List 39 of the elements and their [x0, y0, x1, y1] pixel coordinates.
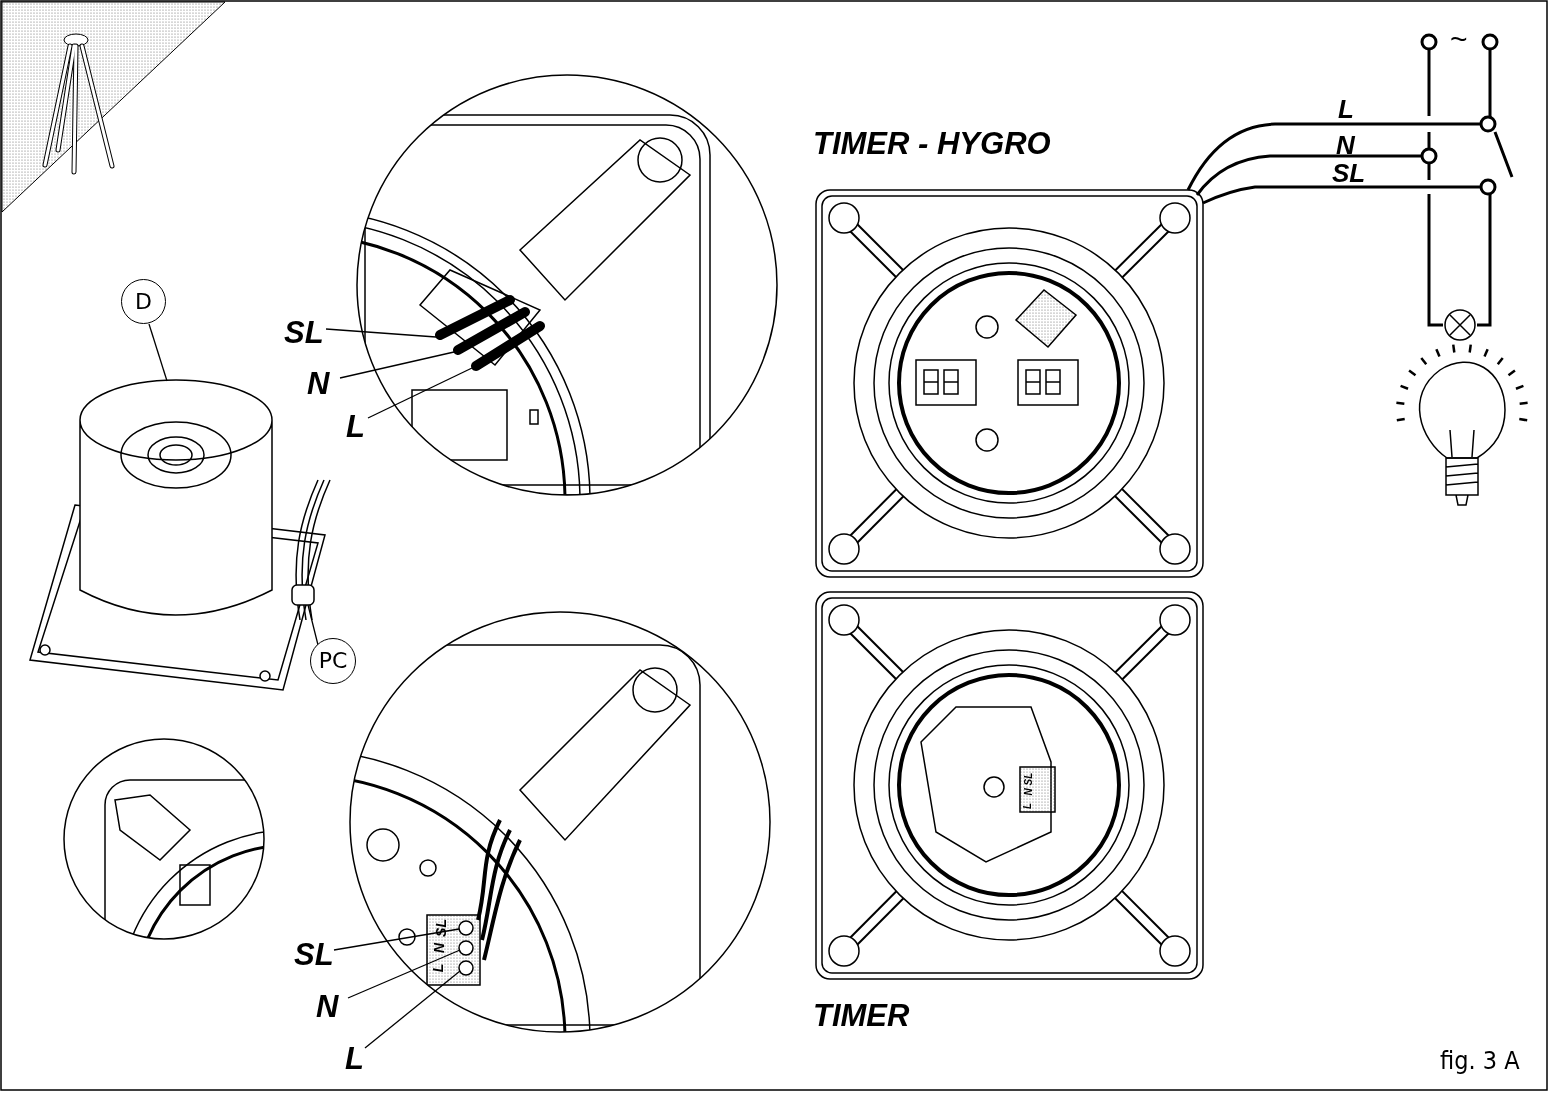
terminal-label: SL [433, 919, 448, 937]
leader-line [367, 367, 473, 419]
wire-label: N [307, 367, 330, 399]
model-title: TIMER [813, 1000, 910, 1031]
leader-line [364, 970, 461, 1049]
terminal-label: L [1023, 802, 1034, 810]
terminal-screw [458, 920, 474, 936]
leader-line [347, 949, 461, 999]
leader-line [333, 928, 460, 951]
wire-label: SL [1332, 160, 1366, 186]
wire-label: L [1338, 96, 1354, 122]
figure-number: fig. 3 A [1440, 1048, 1520, 1073]
wire-label: L [346, 410, 365, 442]
ac-symbol: ~ [1450, 24, 1468, 54]
wire [471, 321, 545, 371]
leader-line [148, 323, 168, 382]
wire [453, 307, 530, 355]
terminal-label: N [1023, 788, 1034, 796]
callout-circle [310, 638, 356, 684]
wire-label: SL [294, 938, 334, 970]
terminal-screw [458, 960, 474, 976]
callout-circle [121, 279, 166, 324]
wire-label: L [345, 1042, 364, 1074]
leader-line [339, 351, 455, 379]
wire [435, 295, 515, 340]
terminal-label: N [432, 942, 447, 954]
terminal-screw [458, 940, 474, 956]
wire-label: SL [284, 316, 324, 348]
callout-letter: PC [318, 650, 348, 672]
leader-line [307, 604, 319, 646]
terminal-label: L [431, 963, 446, 973]
callout-letter: D [135, 290, 152, 313]
leader-line [325, 328, 437, 338]
terminal-label: SL [1024, 772, 1035, 786]
model-title: TIMER - HYGRO [813, 128, 1051, 159]
cable-clamp [291, 584, 315, 606]
wire-label: N [316, 990, 339, 1022]
wire-label: N [1336, 132, 1355, 158]
fan-housing [79, 379, 273, 616]
